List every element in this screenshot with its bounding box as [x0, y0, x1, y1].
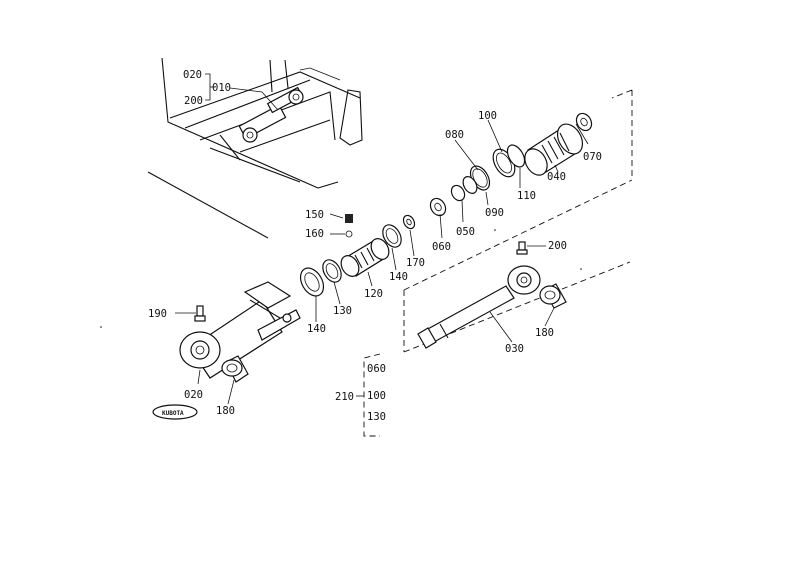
wiper-070	[575, 112, 593, 132]
piston-120	[340, 238, 390, 277]
label-080: 080	[445, 129, 464, 141]
label-140-a: 140	[389, 271, 408, 283]
ring-130	[322, 259, 342, 283]
seal-140-a	[299, 267, 325, 297]
callout-labels: 020 200 010 080 100 070 040 110 090 050 …	[148, 69, 602, 423]
label-130-a: 130	[333, 305, 352, 317]
speck	[580, 268, 582, 270]
grease-nipple-190	[175, 305, 206, 322]
label-200-right: 200	[548, 240, 567, 252]
label-190: 190	[148, 308, 167, 320]
label-170: 170	[406, 257, 425, 269]
label-120: 120	[364, 288, 383, 300]
label-150: 150	[305, 209, 324, 221]
assembly-boundary	[403, 89, 633, 353]
grease-nipple-200	[516, 241, 546, 255]
bush-050	[450, 184, 466, 202]
speck	[100, 326, 102, 328]
ring-110	[506, 144, 526, 168]
washer-170	[402, 214, 416, 230]
bushing-180-left	[221, 355, 249, 383]
label-070: 070	[583, 151, 602, 163]
nut-150	[345, 214, 353, 223]
inset-separator-line	[147, 171, 269, 239]
label-100-top: 100	[478, 110, 497, 122]
svg-text:KUBOTA: KUBOTA	[162, 410, 184, 417]
label-kit-100: 100	[367, 390, 386, 402]
label-110: 110	[517, 190, 536, 202]
cylinder-tube	[179, 281, 301, 379]
label-kit-060: 060	[367, 363, 386, 375]
label-180-right: 180	[535, 327, 554, 339]
label-090: 090	[485, 207, 504, 219]
label-020-top: 020	[183, 69, 202, 81]
label-060: 060	[432, 241, 451, 253]
leader-lines	[197, 119, 589, 437]
label-kit-130: 130	[367, 411, 386, 423]
seal-140-b	[382, 224, 402, 248]
label-kit-210: 210	[335, 391, 354, 403]
label-180-left: 180	[216, 405, 235, 417]
frame-inset	[161, 57, 363, 189]
collar-060	[429, 197, 447, 217]
label-030: 030	[505, 343, 524, 355]
label-050: 050	[456, 226, 475, 238]
ring-160	[345, 230, 353, 238]
ring-090	[462, 176, 478, 194]
label-010: 010	[212, 82, 231, 94]
speck	[494, 229, 496, 231]
label-040: 040	[547, 171, 566, 183]
label-200-top: 200	[184, 95, 203, 107]
kubota-logo: KUBOTA	[152, 404, 198, 420]
piston-rod-030	[417, 265, 541, 349]
label-140-b: 140	[307, 323, 326, 335]
label-160: 160	[305, 228, 324, 240]
head-040	[524, 123, 584, 176]
bushing-180-right	[539, 283, 567, 309]
label-020-bottom: 020	[184, 389, 203, 401]
